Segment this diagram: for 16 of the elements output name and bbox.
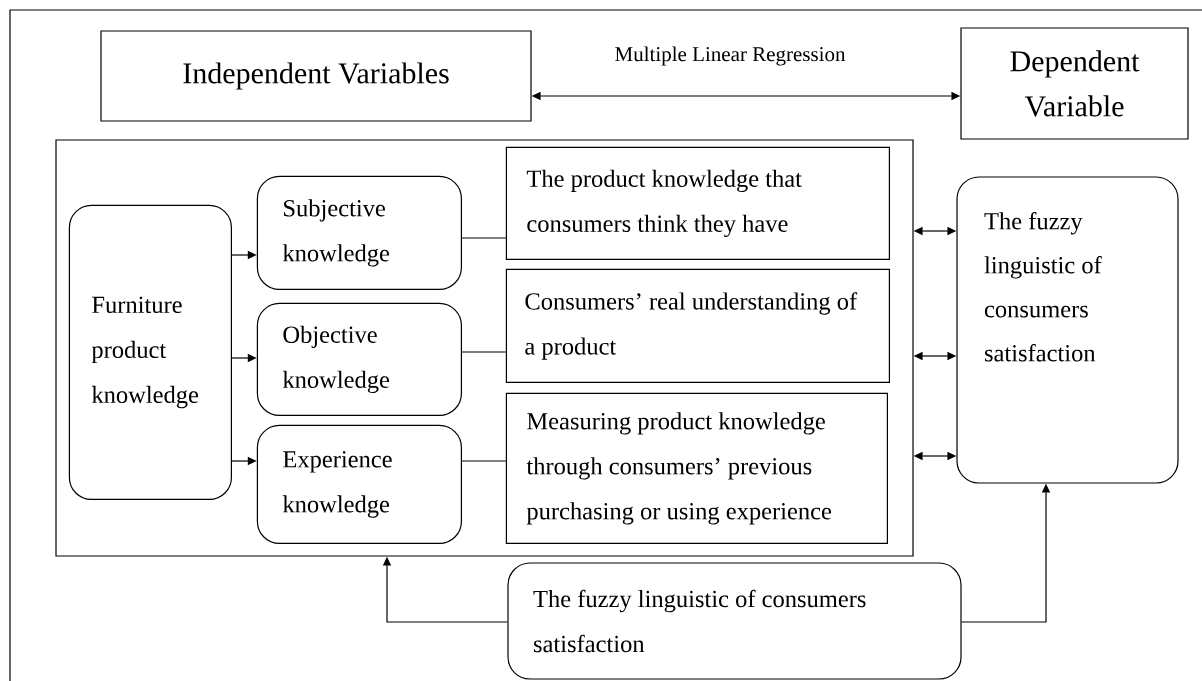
box: Dependent Variable (960, 27, 1189, 140)
connector-line (461, 237, 507, 239)
box: Measuring product knowledge through consumers’ previous purchasing or using experience (505, 392, 888, 544)
box: Independent Variables (100, 30, 532, 122)
rounded-box: The fuzzy linguistic of consumers satisfaction (956, 176, 1179, 484)
rounded-box: Objective knowledge (256, 302, 462, 416)
edge-label: Multiple Linear Regression (612, 44, 848, 68)
group-frame (55, 139, 914, 557)
rounded-box: The fuzzy linguistic of consumers satisfaction (507, 562, 962, 680)
connector-line (461, 351, 507, 353)
box: The product knowledge that consumers think they have (505, 146, 890, 260)
rounded-box: Experience knowledge (256, 424, 462, 544)
connector-line (461, 460, 507, 462)
box: Consumers’ real understanding of a product (505, 268, 890, 383)
rounded-box: Furniture product knowledge (68, 204, 232, 500)
rounded-box: Subjective knowledge (256, 175, 462, 290)
